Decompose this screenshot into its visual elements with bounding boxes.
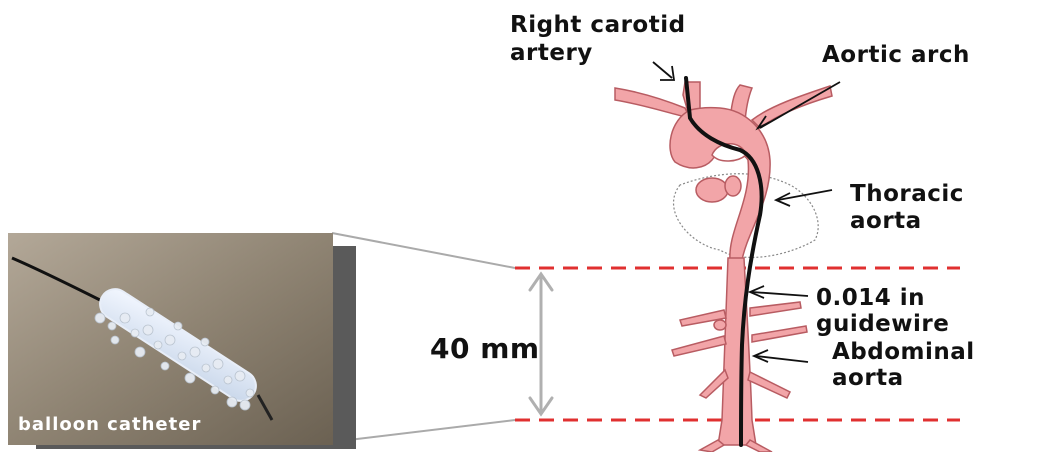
label-guidewire-line1: 0.014 in	[816, 285, 925, 311]
label-right-carotid-line2: artery	[510, 40, 593, 66]
label-abdominal-line1: Abdominal	[832, 339, 975, 365]
label-abdominal-line2: aorta	[832, 365, 904, 391]
photo-caption: balloon catheter	[18, 414, 333, 435]
label-right-carotid-line1: Right carotid	[510, 12, 686, 38]
label-aortic-arch: Aortic arch	[822, 42, 970, 68]
label-thoracic-line1: Thoracic	[850, 181, 964, 207]
label-distance: 40 mm	[430, 333, 540, 365]
label-guidewire-line2: guidewire	[816, 311, 949, 337]
label-thoracic-line2: aorta	[850, 208, 922, 234]
